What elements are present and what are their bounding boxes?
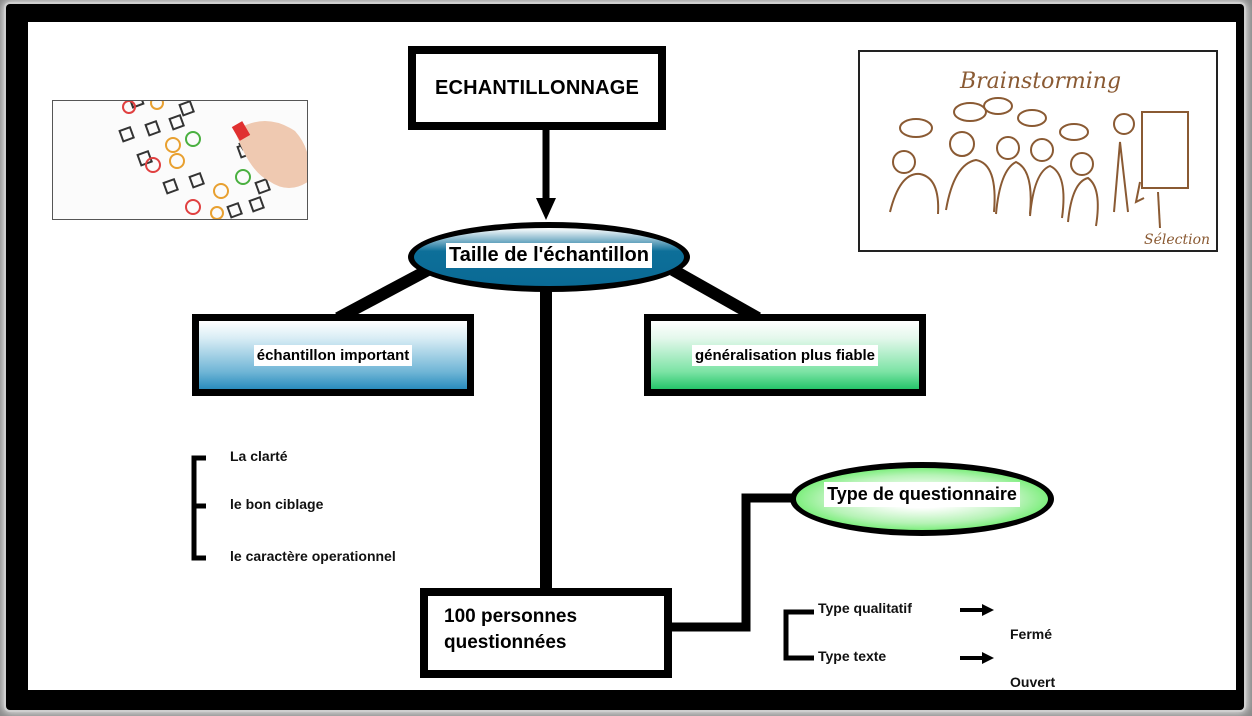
- node-personnes-line2: questionnées: [444, 632, 567, 653]
- node-generalisation-fiable: généralisation plus fiable: [644, 314, 926, 396]
- survey-checklist-icon: [53, 101, 307, 219]
- node-taille-label: Taille de l'échantillon: [446, 242, 652, 268]
- criteria-item-ciblage: le bon ciblage: [230, 496, 324, 512]
- node-echantillon-important: échantillon important: [192, 314, 474, 396]
- node-questionnaire-label: Type de questionnaire: [824, 481, 1020, 507]
- criteria-item-operationnel: le caractère operationnel: [230, 548, 396, 564]
- node-echantillonnage: ECHANTILLONNAGE: [408, 46, 666, 130]
- node-personnes-line1: 100 personnes: [444, 606, 578, 627]
- node-important-label: échantillon important: [253, 344, 413, 366]
- brainstorming-sketch-icon: Brainstorming: [860, 52, 1216, 250]
- node-echantillonnage-label: ECHANTILLONNAGE: [434, 76, 640, 99]
- outer-frame: ECHANTILLONNAGE Taille de l'échantillon …: [6, 4, 1244, 710]
- node-100-personnes: 100 personnes questionnées: [420, 588, 672, 678]
- brainstorming-image: Brainstorming: [858, 50, 1218, 252]
- brainstorm-title: Brainstorming: [959, 69, 1121, 94]
- diagram-canvas: ECHANTILLONNAGE Taille de l'échantillon …: [28, 22, 1236, 690]
- link-to-questionnaire: [670, 493, 796, 632]
- brainstorm-caption: Sélection: [1144, 232, 1210, 248]
- type-qualitatif: Type qualitatif: [818, 600, 912, 616]
- node-fiable-label: généralisation plus fiable: [691, 344, 879, 366]
- survey-checklist-image: [52, 100, 308, 220]
- node-taille-echantillon: Taille de l'échantillon: [408, 222, 690, 292]
- type-result-ferme: Fermé: [1010, 626, 1053, 642]
- arrow-head-title: [536, 198, 556, 220]
- type-result-ouvert: Ouvert: [1010, 674, 1056, 690]
- connectors: [191, 126, 994, 664]
- node-type-questionnaire: Type de questionnaire: [790, 462, 1054, 536]
- type-texte: Type texte: [818, 648, 887, 664]
- link-to-fiable: [670, 264, 761, 324]
- criteria-item-clarte: La clarté: [230, 448, 288, 464]
- link-to-important: [335, 264, 431, 324]
- types-bracket: [783, 609, 814, 661]
